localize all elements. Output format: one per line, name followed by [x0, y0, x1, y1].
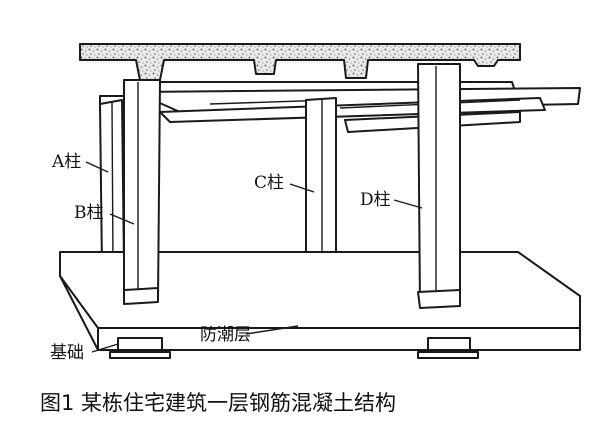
label-column-b: B柱 [74, 203, 104, 223]
label-damp-proof-course: 防潮层 [200, 325, 251, 345]
label-foundation: 基础 [50, 343, 84, 363]
foundation-left [109, 337, 171, 359]
column-b [123, 79, 161, 305]
leader-d [393, 199, 423, 209]
label-column-c: C柱 [254, 173, 284, 193]
leader-a [85, 161, 109, 173]
leader-damp [245, 325, 299, 335]
column-d [417, 63, 461, 309]
label-column-a: A柱 [51, 152, 81, 172]
column-a [99, 99, 125, 269]
figure-caption: 图1 某栋住宅建筑一层钢筋混凝土结构 [40, 391, 396, 415]
column-c [305, 97, 337, 271]
leader-lines [85, 161, 423, 353]
leader-b [109, 213, 135, 225]
leader-foundation [91, 343, 119, 353]
label-column-d: D柱 [360, 190, 391, 210]
leader-c [289, 183, 315, 193]
secondary-beams [99, 81, 581, 133]
foundation-right [417, 337, 479, 359]
